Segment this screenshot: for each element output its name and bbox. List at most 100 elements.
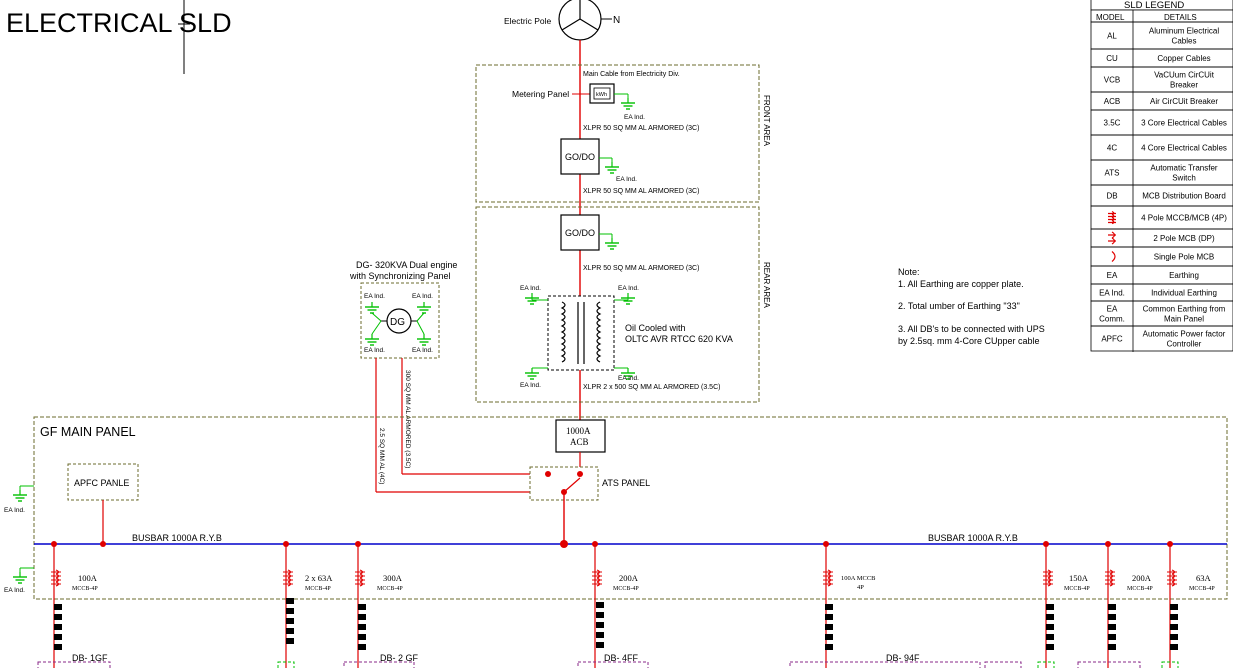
legend-details: 2 Pole MCB (DP) — [1153, 234, 1215, 243]
rear-area-label: REAR AREA — [762, 262, 771, 308]
feeder-2: 2 x 63A MCCB-4P — [282, 544, 333, 668]
ea-ind-label: EA Ind. — [520, 382, 541, 389]
acb-rating: 1000A — [566, 426, 591, 436]
main-panel-label: GF MAIN PANEL — [40, 425, 136, 439]
db-label: DB- 94F — [886, 653, 920, 663]
front-area-label: FRONT AREA — [762, 95, 771, 147]
db-label: DB- 2 GF — [380, 653, 419, 663]
ea-ind-label: EA Ind. — [618, 375, 639, 382]
legend-details: Automatic Transfer — [1150, 164, 1217, 173]
single-pole-mcb-icon — [1111, 251, 1116, 262]
feeder-type: MCCB-4P — [1064, 586, 1090, 592]
legend-details: Controller — [1167, 340, 1202, 349]
db-box — [37, 661, 111, 668]
ea-ind-label: EA Ind. — [4, 507, 25, 514]
front-area-box — [475, 64, 760, 203]
earth-icon — [12, 489, 28, 502]
db-box — [1077, 661, 1141, 668]
feeder-4: 200A MCCB-4P — [591, 544, 639, 668]
ea-ind-label: EA Ind. — [4, 587, 25, 594]
feeder-1: 100A MCCB-4P — [50, 544, 98, 668]
legend-details: Main Panel — [1164, 315, 1204, 324]
feeder-rating: 100A — [78, 573, 98, 583]
legend-details: Copper Cables — [1157, 54, 1210, 63]
earth-icon — [524, 292, 540, 305]
ea-ind-label: EA Ind. — [616, 176, 637, 183]
feeder-type: 4P — [857, 584, 864, 591]
note-3b: by 2.5sq. mm 4-Core CUpper cable — [898, 336, 1040, 346]
legend-title: SLD LEGEND — [1124, 0, 1184, 11]
db-box — [1037, 661, 1055, 668]
feeder-rating: 200A — [619, 573, 639, 583]
ea-ind-label: EA Ind. — [364, 347, 385, 354]
note-heading: Note: — [898, 267, 920, 277]
apfc-label: APFC PANLE — [74, 478, 129, 488]
feeder-3: 300A MCCB-4P — [354, 544, 403, 668]
electric-pole-label: Electric Pole — [504, 16, 552, 26]
meter-label: kWh — [596, 92, 607, 98]
north-label: N — [613, 15, 620, 26]
two-pole-mcb-icon — [1108, 231, 1116, 245]
legend-model: EA — [1107, 271, 1118, 280]
legend-model: ATS — [1105, 169, 1120, 178]
main-cable-label: Main Cable from Electricity Div. — [583, 71, 680, 78]
four-pole-mccb-icon — [1108, 210, 1116, 225]
legend-model: APFC — [1101, 335, 1123, 344]
front-godo-box — [560, 138, 600, 175]
front-cable-1-label: XLPR 50 SQ MM AL ARMORED (3C) — [583, 125, 699, 132]
legend-details: 4 Pole MCCB/MCB (4P) — [1141, 214, 1227, 223]
note-2: 2. Total umber of Earthing "33" — [898, 301, 1020, 311]
legend-details: Single Pole MCB — [1154, 253, 1214, 262]
ea-ind-label: EA Ind. — [624, 114, 645, 121]
feeder-8: 63A MCCB-4P — [1166, 544, 1215, 668]
earth-icon — [524, 367, 540, 380]
rear-godo-box — [560, 214, 600, 251]
acb-box — [555, 419, 606, 453]
legend-details: Aluminum Electrical — [1149, 27, 1219, 36]
feeder-rating: 150A — [1069, 573, 1089, 583]
front-godo-label: GO/DO — [565, 152, 595, 162]
feeder-6: 150A MCCB-4P — [1042, 544, 1090, 668]
rear-godo-label: GO/DO — [565, 228, 595, 238]
feeder-5: 100A MCCB 4P — [822, 544, 876, 668]
dg-cable-a-label: 2.5 SQ MM AL (4C) — [378, 428, 385, 484]
legend-details: Breaker — [1170, 81, 1198, 90]
metering-panel-label: Metering Panel — [512, 89, 569, 99]
legend-model: AL — [1107, 32, 1117, 41]
feeder-7: 200A MCCB-4P — [1104, 544, 1153, 668]
legend-model: VCB — [1104, 76, 1120, 85]
page-title: ELECTRICAL SLD — [6, 8, 232, 38]
ea-ind-label: EA Ind. — [520, 285, 541, 292]
feeder-rating: 2 x 63A — [305, 573, 333, 583]
ea-ind-label: EA Ind. — [618, 285, 639, 292]
acb-label: ACB — [570, 437, 589, 447]
db-box — [1161, 661, 1179, 668]
transformer-icon — [560, 301, 602, 364]
db-box — [577, 661, 649, 668]
busbar-left-label: BUSBAR 1000A R.Y.B — [132, 533, 222, 543]
legend-row — [1090, 325, 1233, 352]
db-box — [343, 661, 415, 668]
ea-ind-label: EA Ind. — [364, 293, 385, 300]
busbar-right-label: BUSBAR 1000A R.Y.B — [928, 533, 1018, 543]
ea-ind-label: EA Ind. — [412, 347, 433, 354]
db-box — [277, 661, 295, 668]
legend-model: DB — [1106, 192, 1117, 201]
ats-label: ATS PANEL — [602, 478, 650, 488]
dg-symbol-label: DG — [390, 317, 405, 328]
db-label: DB- 1GF — [72, 653, 108, 663]
db-box — [789, 661, 981, 668]
rear-area-box — [475, 206, 760, 403]
feeder-type: MCCB-4P — [305, 586, 331, 592]
legend-details: 3 Core Electrical Cables — [1141, 119, 1227, 128]
legend-details: MCB Distribution Board — [1142, 192, 1226, 201]
earth-icon — [12, 571, 28, 584]
earth-icon — [604, 237, 620, 250]
feeder-type: MCCB-4P — [377, 586, 403, 592]
legend-model: ACB — [1104, 97, 1120, 106]
legend-details: 4 Core Electrical Cables — [1141, 144, 1227, 153]
legend-details: Common Earthing from — [1143, 305, 1226, 314]
dg-title-2: with Synchronizing Panel — [349, 271, 451, 281]
